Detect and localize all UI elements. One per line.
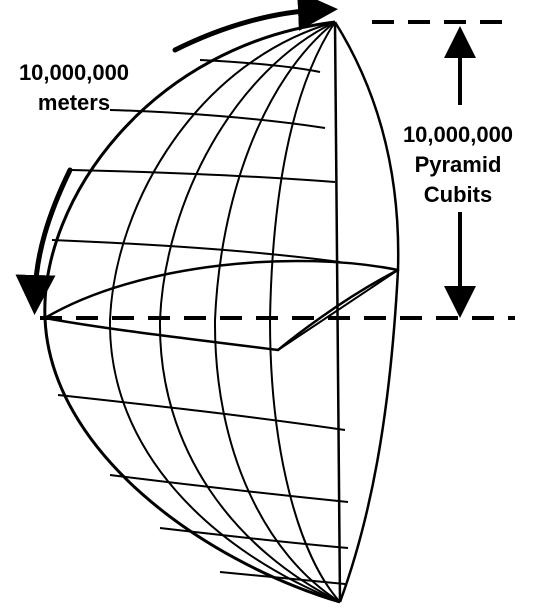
meters-label-line2: meters — [38, 90, 110, 115]
parallel-3 — [72, 170, 335, 182]
hemisphere-right-edge — [335, 22, 398, 602]
cubits-label-line1: 10,000,000 — [403, 122, 513, 147]
cubits-label-line3: Cubits — [424, 182, 492, 207]
meters-label-line1: 10,000,000 — [19, 60, 129, 85]
parallel-4 — [52, 240, 340, 262]
parallel-7 — [160, 528, 348, 548]
cubits-label-line2: Pyramid — [415, 152, 502, 177]
limb-arrows — [35, 10, 318, 295]
parallels — [52, 60, 348, 584]
meridian-2 — [160, 22, 340, 602]
parallel-5 — [58, 395, 345, 430]
parallel-1 — [200, 60, 320, 72]
left-curved-arrow — [35, 170, 70, 295]
